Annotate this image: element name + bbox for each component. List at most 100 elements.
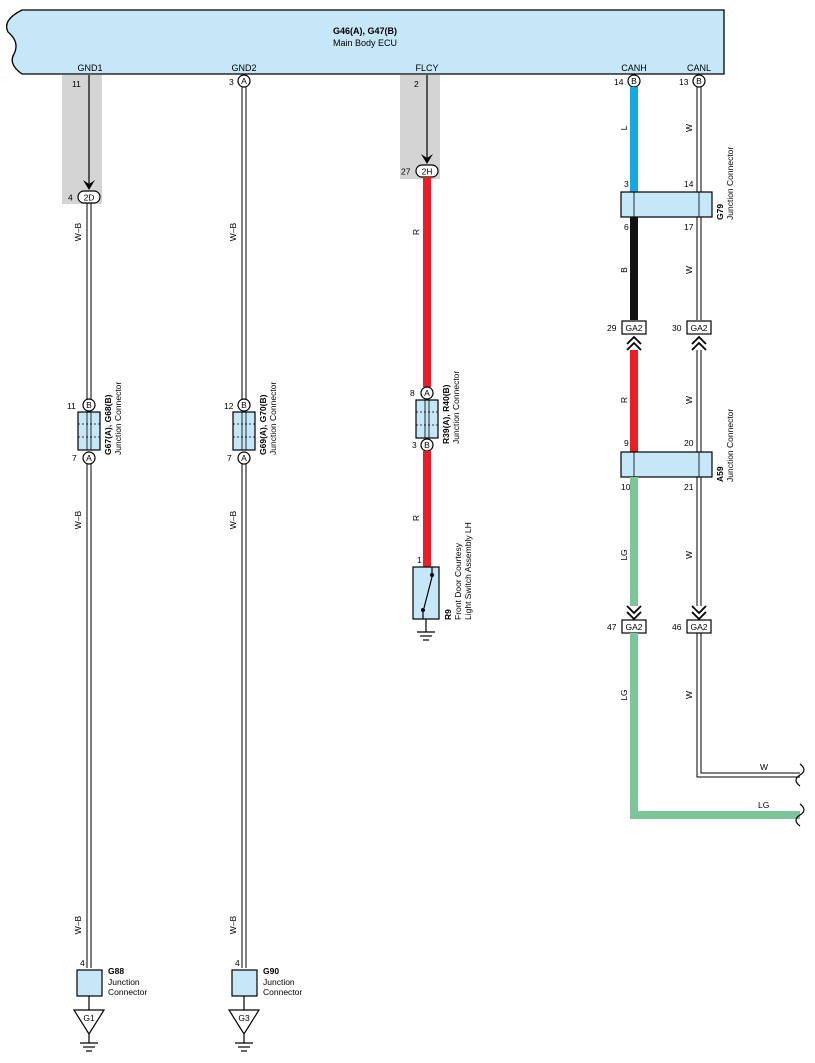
canl-wire-color-5: W (684, 691, 694, 699)
gnd2-junction-connector (232, 411, 256, 451)
can-circuit: 14 B 13 B L W 3 14 6 17 G79 Junction Con… (607, 74, 805, 827)
gnd1-jc-pin-bot: 7 (72, 453, 77, 463)
pin-label-canh: CANH (621, 63, 647, 73)
ga2-canh-label-2: GA2 (625, 622, 642, 632)
gnd2-ecu-pin-letter: A (241, 76, 247, 86)
a59-pin-l-bot: 21 (684, 482, 694, 492)
a59-name: Junction Connector (725, 409, 735, 482)
g79-pin-h-bot: 6 (624, 222, 629, 232)
ga2-canl-connector-1 (686, 320, 712, 335)
gnd1-jc-code: G67(A), G68(B) (103, 394, 113, 455)
gnd1-ecu-pin: 11 (72, 79, 81, 89)
a59-pin-l-top: 20 (684, 438, 694, 448)
flcy-jc-letter-top: A (424, 388, 430, 398)
flcy-wire-color-2: R (411, 515, 421, 521)
canl-wire-color-1: W (684, 124, 694, 132)
ga2-l-pin1: 30 (672, 323, 682, 333)
ga2-canh-chevron-2 (626, 605, 642, 621)
gnd1-inline-connector (77, 190, 101, 204)
gnd1-shade (62, 75, 102, 204)
canh-wire-out (630, 633, 800, 819)
gnd2-ecu-pin: 3 (229, 77, 234, 87)
flcy-connector-arrow (421, 154, 433, 164)
pin-label-gnd2: GND2 (231, 63, 256, 73)
ga2-canl-label-2: GA2 (690, 622, 707, 632)
flcy-ecu-pin: 2 (414, 79, 419, 89)
flcy-shade (400, 75, 440, 179)
ga2-canl-label-1: GA2 (690, 323, 707, 333)
ecu-name: Main Body ECU (333, 38, 397, 48)
canl-ecu-pin: 13 (679, 77, 689, 87)
gnd2-jc-pin-top: 12 (224, 401, 234, 411)
a59-pin-h-bot: 10 (621, 482, 631, 492)
g79-pin-h-top: 3 (624, 179, 629, 189)
flcy-jc-code: R39(A), R40(B) (441, 384, 451, 444)
gnd1-circuit: 11 2D 4 W–B 11 B A 7 G67(A), G68(B) Junc… (62, 75, 147, 1052)
ga2-canl-chevron-1 (691, 335, 707, 351)
canl-wire-out-a (696, 633, 800, 778)
a59-pin-h-top: 9 (624, 438, 629, 448)
main-body-ecu: G46(A), G47(B) Main Body ECU GND1 GND2 F… (5, 9, 725, 75)
ga2-canh-label-1: GA2 (625, 323, 642, 333)
ga2-canh-connector-1 (621, 320, 647, 335)
canl-out-wire-color: W (760, 762, 768, 772)
pin-label-canl: CANL (687, 63, 711, 73)
gnd1-jc-pin-top: 11 (67, 401, 76, 411)
flcy-jc-pin-top: 8 (410, 388, 415, 398)
gnd2-jc-name: Junction Connector (268, 382, 278, 455)
ga2-h-pin2: 47 (607, 622, 617, 632)
gnd1-end-pin: 4 (80, 958, 85, 968)
gnd1-inline-connector-pin: 4 (68, 193, 73, 203)
gnd2-wire-color-3: W–B (228, 915, 238, 934)
gnd1-wire-color-1: W–B (73, 222, 83, 241)
flcy-junction-connector (415, 399, 439, 439)
gnd1-end-name1: Junction (108, 977, 140, 987)
pin-label-flcy: FLCY (415, 63, 438, 73)
canh-wire-color-5: LG (619, 689, 629, 700)
gnd2-end-name1: Junction (263, 977, 295, 987)
ecu-box (5, 9, 725, 75)
ga2-l-pin2: 46 (672, 622, 682, 632)
canl-wire-color-2: W (684, 266, 694, 274)
gnd1-connector-arrow (83, 180, 95, 190)
gnd1-wire-color-3: W–B (73, 915, 83, 934)
gnd2-jc-pin-bot: 7 (227, 453, 232, 463)
gnd1-end-name2: Connector (108, 987, 147, 997)
gnd2-wire-color-1: W–B (228, 222, 238, 241)
gnd1-jc-name: Junction Connector (113, 382, 123, 455)
canh-ecu-pin-letter: B (631, 76, 637, 86)
canl-wire-color-4: W (684, 551, 694, 559)
canh-ecu-pin: 14 (614, 77, 624, 87)
ga2-canh-chevron-1 (626, 335, 642, 351)
flcy-switch-name2: Light Switch Assembly LH (463, 522, 473, 620)
canh-wire-color-1: L (619, 125, 629, 130)
canh-continuation-mark (795, 803, 805, 827)
flcy-jc-pin-bot: 3 (412, 440, 417, 450)
gnd2-ground-code: G3 (238, 1013, 250, 1023)
flcy-circuit: 2 2H 27 R 8 A B 3 R39(A), R40(B) Junctio… (400, 75, 473, 641)
gnd1-inline-connector-code: 2D (84, 193, 95, 203)
gnd2-ground-triangle (227, 1009, 261, 1036)
gnd2-circuit: 3 A W–B 12 B A 7 G69(A), G70(B) Junction… (224, 74, 302, 1052)
canl-wire-out-b (700, 633, 800, 774)
gnd2-end-pin: 4 (235, 958, 240, 968)
gnd2-jc-code: G69(A), G70(B) (258, 394, 268, 455)
pin-label-gnd1: GND1 (77, 63, 102, 73)
gnd2-end-code: G90 (263, 966, 279, 976)
gnd1-junction-connector (77, 411, 101, 451)
g79-pin-l-bot: 17 (684, 222, 694, 232)
g79-name: Junction Connector (725, 147, 735, 220)
flcy-inline-connector-code: 2H (422, 167, 433, 177)
canl-continuation-mark (795, 763, 805, 787)
gnd1-jc-letter-bot: A (86, 453, 92, 463)
gnd1-ground-triangle (72, 1009, 106, 1036)
flcy-inline-connector-pin: 27 (401, 167, 411, 177)
g79-pin-l-top: 14 (684, 179, 694, 189)
gnd2-wire-color-2: W–B (228, 510, 238, 529)
flcy-jc-name: Junction Connector (451, 371, 461, 444)
g79-junction-connector (620, 191, 713, 218)
g79-code: G79 (715, 204, 725, 220)
gnd1-end-connector (76, 969, 103, 997)
flcy-wire-color-1: R (411, 229, 421, 235)
